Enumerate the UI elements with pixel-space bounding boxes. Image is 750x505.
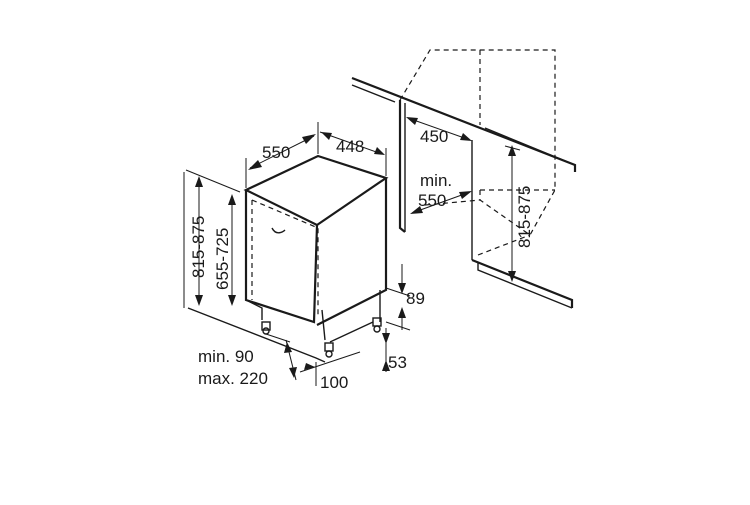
dim-min-niche-label: min. <box>420 171 452 190</box>
dim-plinth-depth-min-label: min. 90 <box>198 347 254 366</box>
dim-depth-label: 550 <box>262 143 290 162</box>
dim-plinth-height-label: 89 <box>406 289 425 308</box>
dim-min-niche-value: 550 <box>418 191 446 210</box>
dim-niche-depth-label: 450 <box>420 127 448 146</box>
dim-plinth-depth-max-label: max. 220 <box>198 369 268 388</box>
dim-width-label: 448 <box>336 137 364 156</box>
dim-plinth-setback-label: 100 <box>320 373 348 392</box>
dim-foot-height-label: 53 <box>388 353 407 372</box>
worktop-niche <box>351 49 577 309</box>
dimension-lines <box>183 117 521 386</box>
dim-overall-height-label: 815-875 <box>189 216 208 278</box>
dim-appliance-height-label: 655-725 <box>213 228 232 290</box>
dim-niche-height-right-label: 815-875 <box>515 186 534 248</box>
